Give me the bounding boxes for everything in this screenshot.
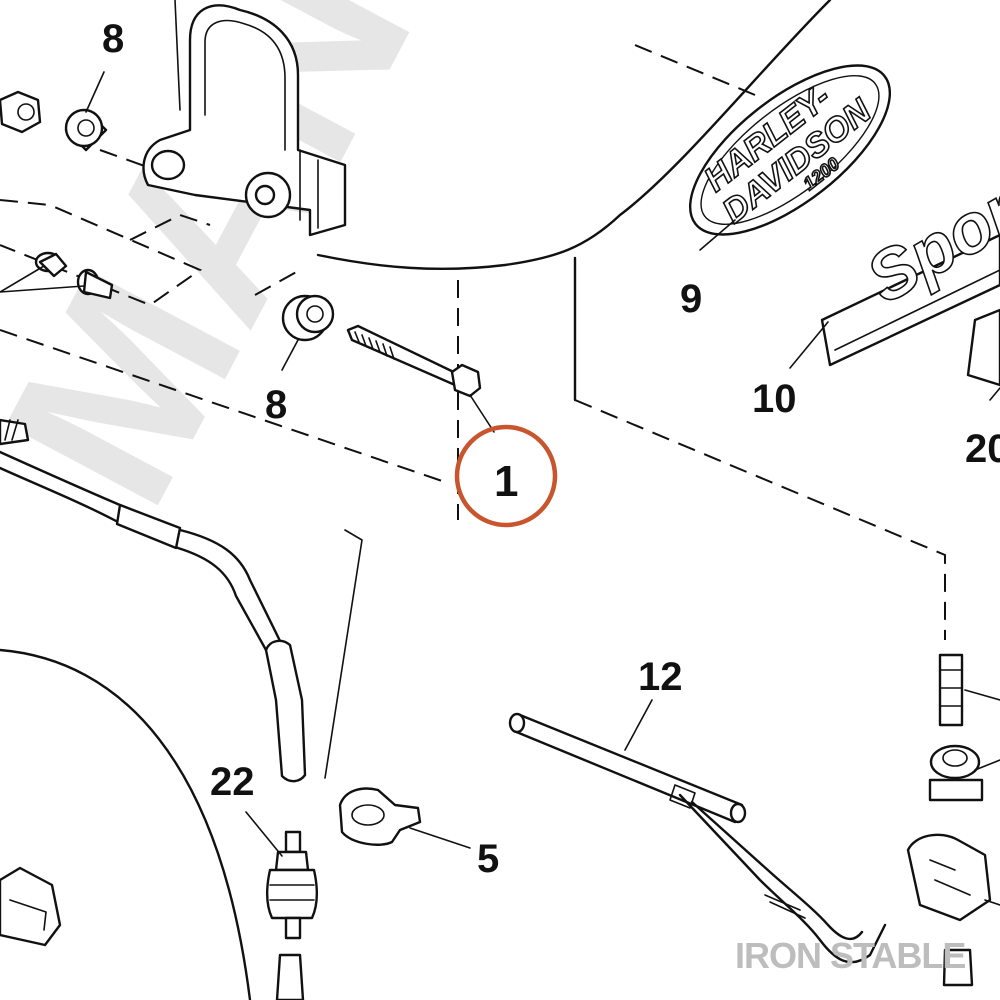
leader-12 [624, 699, 653, 751]
leader-5 [409, 827, 471, 849]
footer-watermark: IRON STABLE [735, 935, 965, 976]
highlight-circle [454, 424, 558, 528]
callout-10: 10 [752, 377, 797, 421]
leader-8a [85, 71, 105, 113]
frame-dashed-left [0, 199, 203, 307]
leader-fuel-line-right [324, 529, 363, 779]
leader-8b [281, 339, 299, 371]
leader-1 [469, 394, 495, 433]
inline-fuel-filter [266, 830, 318, 1000]
callout-1: 1 [494, 457, 518, 506]
callout-5: 5 [477, 837, 499, 881]
nut-top-left [0, 90, 42, 134]
callout-22: 22 [210, 760, 255, 804]
hose-clamp [338, 787, 422, 846]
callout-8-top: 8 [102, 17, 124, 61]
decal-oval [688, 64, 892, 236]
bolt [346, 324, 482, 398]
tank-top-dashed [634, 44, 756, 96]
leader-10 [789, 321, 829, 369]
spacer-top [64, 108, 108, 152]
spacer-bottom [281, 294, 335, 342]
leader-9 [699, 219, 736, 251]
frame-dashed-low [254, 269, 301, 296]
fuel-tube [508, 712, 887, 964]
fuel-line [0, 418, 307, 783]
callout-9: 9 [680, 277, 702, 321]
frame-dashed-long [0, 329, 446, 483]
callout-20: 20 [965, 427, 1000, 471]
fuel-tank-outline [316, 0, 832, 271]
leader-22 [245, 811, 283, 857]
callout-8-bottom: 8 [265, 383, 287, 427]
air-cleaner-cover [0, 648, 252, 1000]
harley-davidson-decal: HARLEY- DAVIDSON 1200 [688, 64, 892, 236]
mounting-bracket [142, 0, 347, 237]
bracket-bottom-left [0, 866, 62, 947]
fuel-petcock [906, 653, 992, 987]
callout-12: 12 [638, 655, 683, 699]
leader-petcock [964, 689, 1000, 906]
leader-20 [989, 387, 1000, 401]
decal-oval-inner [700, 75, 880, 225]
tank-edge-dashed [574, 399, 946, 640]
leader-rivets [0, 265, 85, 293]
leader-dash-spacer [99, 149, 151, 169]
